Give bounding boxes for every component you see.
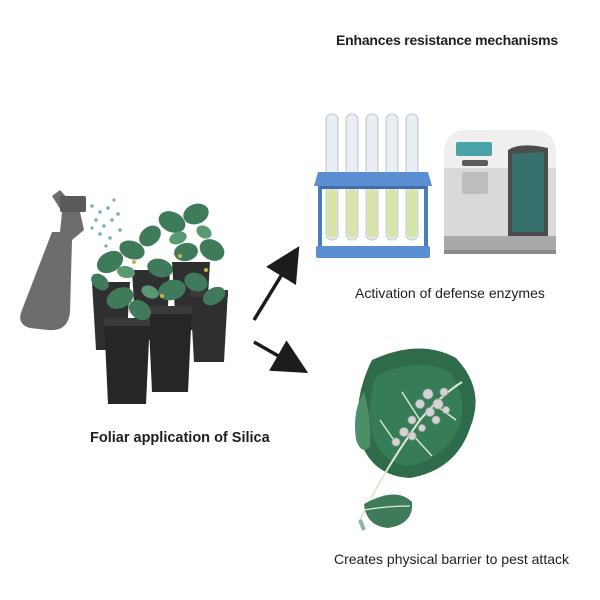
foliar-application-label: Foliar application of Silica bbox=[90, 430, 270, 446]
leaf-icon bbox=[355, 348, 476, 531]
spectrophotometer-icon bbox=[444, 130, 556, 254]
potted-plants-icon bbox=[91, 203, 228, 404]
test-tube-rack-icon bbox=[314, 113, 432, 258]
defense-enzymes-label: Activation of defense enzymes bbox=[355, 285, 545, 301]
arrow-to-barrier bbox=[253, 340, 309, 373]
page-title: Enhances resistance mechanisms bbox=[336, 32, 559, 48]
physical-barrier-label: Creates physical barrier to pest attack bbox=[334, 551, 569, 567]
arrow-to-enzymes bbox=[252, 246, 300, 321]
spray-bottle-icon bbox=[20, 190, 124, 331]
